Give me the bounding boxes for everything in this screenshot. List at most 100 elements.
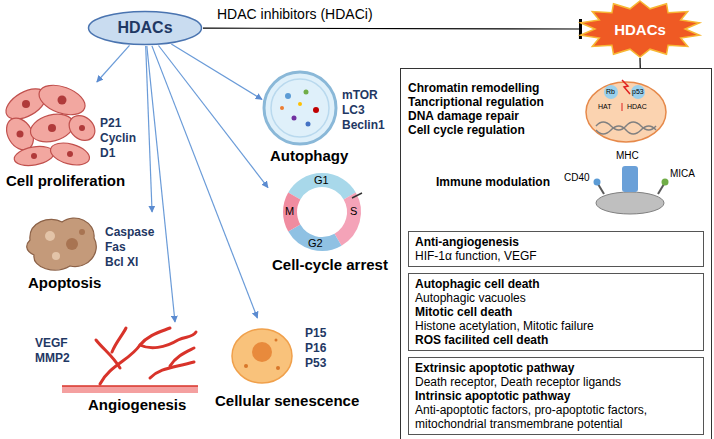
marker-label: VEGF: [35, 336, 68, 350]
chromatin-nucleus: [586, 80, 666, 142]
hdac-ellipse: HDACs: [87, 10, 203, 46]
autophagosome: [285, 93, 291, 99]
immune-cell-receptors: [594, 166, 669, 214]
cell-nuclei: [48, 124, 56, 132]
vessel-wall: [62, 386, 198, 393]
caption-label: Cell-cycle arrest: [272, 256, 388, 274]
chromatin-nucleus: [631, 85, 645, 99]
autophagosome: [271, 79, 329, 137]
autophagosome: [264, 72, 336, 144]
blood-vessels: [112, 328, 126, 352]
autophagosome: [264, 72, 336, 144]
process-group: Cell-cycle arrest: [268, 172, 402, 276]
senescent-cell: [276, 366, 280, 370]
marker-label: Cyclin: [100, 131, 136, 145]
senescent-cell: [232, 329, 292, 383]
caption-label: Cellular senescence: [215, 392, 359, 410]
body-text: Histone acetylation, Mitotic failure: [415, 319, 697, 333]
heading-text: Immune modulation: [436, 175, 550, 189]
cell-nuclei: [31, 153, 37, 159]
effect-box: Autophagic cell deathAutophagic vacuoles…: [408, 273, 704, 351]
cell-nuclei: [22, 100, 30, 108]
blood-vessels: [96, 328, 196, 384]
apoptotic-cell: [79, 229, 85, 235]
vessel-wall: [62, 385, 198, 387]
marker-label: LC3: [342, 103, 365, 117]
process-group: Cell proliferationP21CyclinD1: [2, 82, 160, 194]
chromatin-nucleus: [622, 103, 623, 111]
part-label: HDAC: [627, 103, 647, 111]
edge-label: HDAC inhibitors (HDACi): [217, 6, 373, 22]
proliferating-cells: [48, 139, 92, 169]
node-label: HDACs: [87, 19, 203, 37]
body-text: Anti-apoptotic factors, pro-apoptotic fa…: [415, 403, 697, 431]
marker-label: MMP2: [35, 351, 70, 365]
caption-label: Apoptosis: [28, 274, 101, 292]
proliferating-cells: [64, 111, 100, 146]
apoptotic-cell: [45, 231, 55, 241]
immune-cell-receptors: [594, 179, 601, 186]
heading-text: Autophagic cell death: [415, 277, 697, 291]
apoptotic-cell: [27, 218, 97, 270]
caption-label: Autophagy: [270, 147, 348, 165]
marker-label: Beclin1: [342, 118, 385, 132]
proliferating-cells: [1, 80, 100, 169]
heading-text: DNA damage repair: [408, 109, 519, 123]
marker-label: mTOR: [342, 88, 378, 102]
heading-text: Intrinsic apoptotic pathway: [415, 389, 697, 403]
arrow-connector: [152, 46, 257, 318]
senescent-cell: [244, 364, 248, 368]
chromatin-nucleus: [604, 85, 618, 99]
apoptotic-cell: [27, 218, 97, 270]
part-label: S: [350, 205, 357, 218]
cell-nuclei: [17, 96, 86, 160]
part-label: CD40: [564, 172, 590, 184]
effect-box: Extrinsic apoptotic pathwayDeath recepto…: [408, 357, 704, 435]
effect-box: Anti-angiogenesisHIF-1α function, VEGF: [408, 231, 704, 267]
body-text: HIF-1α function, VEGF: [415, 249, 697, 263]
heading-text: ROS facilited cell death: [415, 333, 697, 347]
autophagosome: [304, 90, 309, 95]
arrow-connector: [639, 58, 640, 68]
vessel-wall: [62, 386, 198, 393]
autophagosome: [306, 122, 311, 127]
heading-text: Anti-angiogenesis: [415, 235, 697, 249]
chromatin-nucleus: [596, 126, 656, 134]
part-label: HAT: [598, 103, 611, 111]
cell-cycle-ring: [290, 180, 362, 244]
senescent-cell: [232, 329, 292, 383]
heading-text: Chromatin remodelling: [408, 81, 539, 95]
marker-label: P53: [305, 356, 326, 370]
autophagosome: [292, 116, 297, 121]
heading-text: Mitotic cell death: [415, 305, 697, 319]
marker-label: Bcl Xl: [105, 255, 138, 269]
body-text: Autophagic vacuoles: [415, 291, 697, 305]
immune-cell-receptors: [598, 184, 604, 194]
cell-nuclei: [67, 151, 73, 157]
marker-label: P16: [305, 341, 326, 355]
blood-vessels: [140, 332, 196, 348]
proliferating-cells: [13, 144, 56, 169]
process-group: Autophagy mTORLC3Beclin1: [262, 70, 400, 168]
hdac-starburst: HDACs: [578, 0, 702, 58]
senescent-cell: [275, 339, 278, 342]
marker-label: D1: [100, 146, 115, 160]
heading-text: Tancriptional regulation: [408, 95, 544, 109]
part-label: G1: [314, 174, 329, 187]
marker-label: P21: [100, 116, 121, 130]
cell-cycle-ring: [338, 196, 354, 240]
marker-label: Fas: [105, 240, 126, 254]
part-label: Rb: [606, 88, 615, 96]
effects-panel: Chromatin remodellingTancriptional regul…: [400, 68, 712, 439]
autophagosome: [298, 102, 302, 106]
chromatin-nucleus: [586, 82, 666, 142]
arrow-connector: [147, 46, 175, 322]
caption-label: Angiogenesis: [88, 396, 186, 414]
apoptotic-cell: [66, 238, 78, 250]
node-label: HDACs: [578, 21, 702, 38]
chromatin-nucleus: [622, 80, 630, 94]
heading-text: Extrinsic apoptotic pathway: [415, 361, 697, 375]
cell-cycle-ring: [352, 193, 362, 198]
part-label: MICA: [670, 168, 695, 180]
